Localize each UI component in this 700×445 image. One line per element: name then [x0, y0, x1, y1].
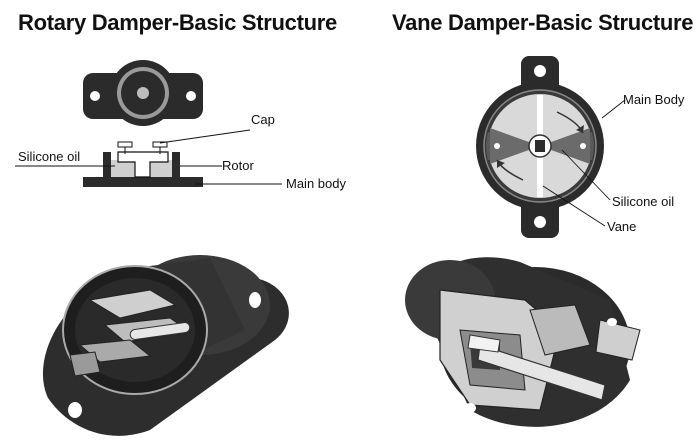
rotor-label: Rotor [222, 158, 254, 173]
rotary-main-body-label: Main body [286, 176, 346, 191]
rotary-damper-title: Rotary Damper-Basic Structure [18, 10, 337, 35]
cap-label: Cap [251, 112, 275, 127]
silicone-oil-label: Silicone oil [18, 149, 80, 164]
vane-silicone-oil-label: Silicone oil [612, 194, 674, 209]
vane-3d-cutaway [405, 257, 641, 427]
rotary-3d-cutaway [42, 255, 289, 436]
rotary-cross-section [15, 129, 282, 187]
vane-main-body-label: Main Body [623, 92, 685, 107]
vane-label: Vane [607, 219, 636, 234]
rotary-top-view [83, 60, 203, 126]
vane-damper-title: Vane Damper-Basic Structure [392, 10, 694, 35]
vane-front-view [476, 56, 626, 238]
